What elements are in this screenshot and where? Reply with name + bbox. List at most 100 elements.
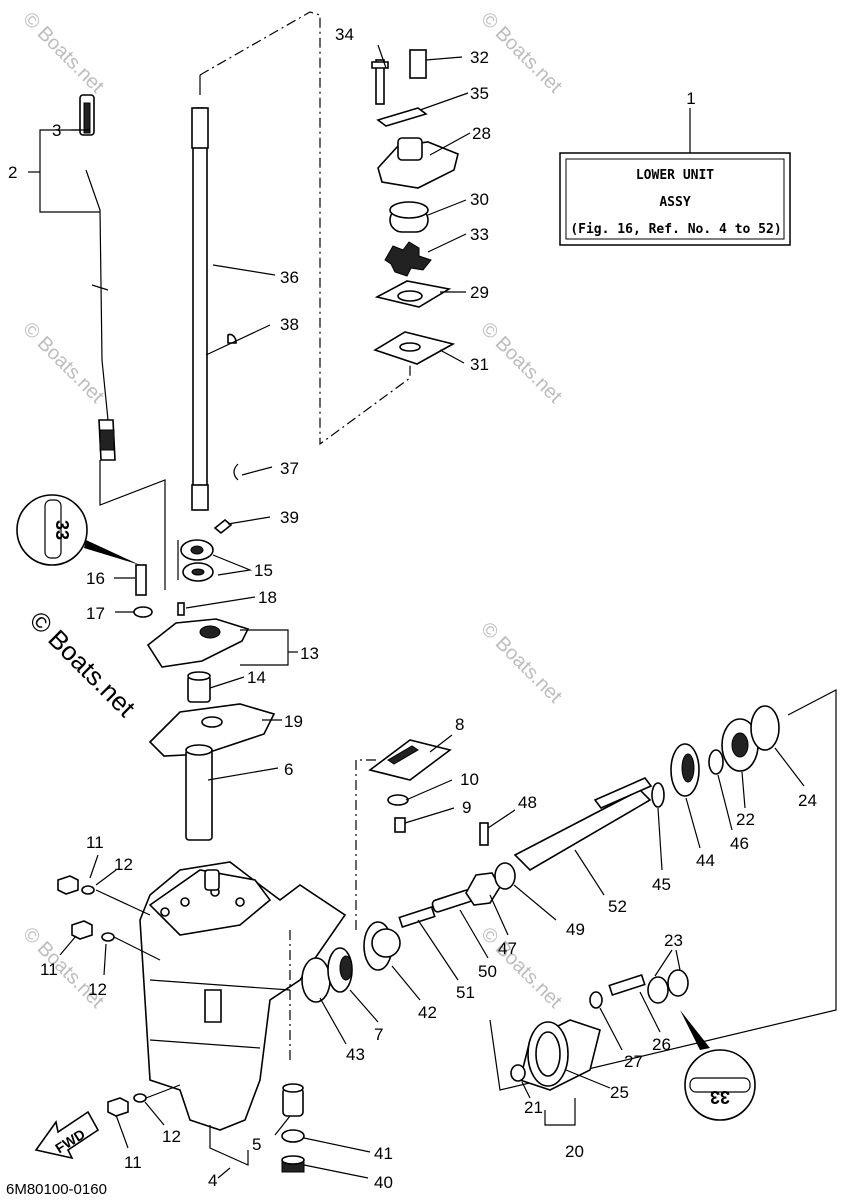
pin-18 [177, 602, 185, 616]
shim-46 [708, 749, 724, 775]
watermark: © Boats.net [476, 318, 566, 408]
callout-30: 30 [470, 190, 489, 209]
callout-19: 19 [284, 712, 303, 731]
bolt-32 [409, 49, 427, 79]
seal-43 [301, 957, 331, 1003]
bolt-11b [71, 920, 93, 940]
callout-37: 37 [280, 459, 299, 478]
callout-13: 13 [300, 644, 319, 663]
plate-8 [368, 739, 452, 781]
washer-17 [133, 606, 153, 618]
bearing-23b [667, 969, 689, 997]
watermark: © Boats.net [476, 618, 566, 708]
callout-49: 49 [566, 920, 585, 939]
drive-shaft [192, 107, 208, 509]
washer-45 [651, 782, 665, 808]
plate-35 [376, 107, 428, 127]
gear-train [301, 689, 837, 1091]
callout-22: 22 [736, 810, 755, 829]
water-pump [371, 49, 459, 365]
gasket-19 [148, 703, 276, 757]
bolt-11c [107, 1097, 129, 1117]
callout-10: 10 [460, 770, 479, 789]
drain-parts [281, 1083, 305, 1173]
title-line2: ASSY [659, 195, 690, 210]
callout-3: 3 [52, 121, 61, 140]
bolt-16 [135, 564, 147, 596]
callout-28: 28 [472, 124, 491, 143]
drive-shaft-splines-top [191, 107, 209, 149]
callout-4: 4 [208, 1171, 217, 1190]
callout-43: 43 [346, 1045, 365, 1064]
callout-41: 41 [374, 1144, 393, 1163]
clip-39 [213, 518, 233, 535]
callout-31: 31 [470, 355, 489, 374]
callout-11b: 11 [40, 960, 58, 979]
callout-44: 44 [696, 851, 715, 870]
callout-26: 26 [652, 1035, 671, 1054]
watermark: © Boats.net [18, 923, 108, 1013]
shift-rod-group [79, 94, 166, 590]
pipe-6 [185, 749, 213, 841]
callouts: 1 2 3 4 5 6 7 8 9 10 11 11 11 12 12 12 1… [8, 25, 817, 1192]
callout-7: 7 [374, 1025, 383, 1044]
callout-18: 18 [258, 588, 277, 607]
bolt-11a [57, 875, 79, 895]
lube-code: 33 [710, 1087, 730, 1107]
callout-12a: 12 [114, 855, 133, 874]
drive-shaft-splines-bottom [191, 484, 209, 511]
title-line1: LOWER UNIT [636, 168, 714, 183]
case-fasteners [57, 875, 181, 1117]
upper-housing-group [133, 539, 276, 841]
callout-11c: 11 [124, 1153, 142, 1172]
callout-12b: 12 [88, 980, 107, 999]
callout-36: 36 [280, 268, 299, 287]
callout-27: 27 [624, 1052, 643, 1071]
drawing-code: 6M80100-0160 [6, 1181, 107, 1198]
callout-8: 8 [455, 715, 464, 734]
callout-20: 20 [565, 1142, 584, 1161]
pin-51 [398, 905, 436, 929]
fwd-arrow: FWD [34, 1110, 100, 1160]
callout-15: 15 [254, 561, 273, 580]
callout-1: 1 [686, 89, 695, 108]
callout-29: 29 [470, 283, 489, 302]
callout-48: 48 [518, 793, 537, 812]
callout-34: 34 [335, 25, 354, 44]
callout-45: 45 [652, 875, 671, 894]
impeller-33 [384, 241, 432, 277]
callout-9: 9 [462, 798, 471, 817]
lube-code: 33 [52, 520, 72, 540]
callout-21: 21 [524, 1098, 543, 1117]
lube-marker-top: 33 [16, 494, 140, 566]
callout-33: 33 [470, 225, 489, 244]
washer-12b [101, 932, 115, 942]
callout-50: 50 [478, 962, 497, 981]
callout-51: 51 [456, 983, 475, 1002]
callout-32: 32 [470, 48, 489, 67]
callout-17: 17 [86, 604, 105, 623]
callout-2: 2 [8, 163, 17, 182]
watermark: © Boats.net [476, 8, 566, 98]
lower-case-housing [139, 759, 380, 1131]
callout-38: 38 [280, 315, 299, 334]
callout-35: 35 [470, 84, 489, 103]
propeller-shaft-52 [513, 789, 652, 872]
gear-49 [494, 862, 516, 890]
circlip-37 [233, 463, 239, 481]
bolt-26 [608, 973, 646, 997]
callout-6: 6 [284, 760, 293, 779]
watermark-large: © Boats.net [24, 605, 142, 723]
pin-38 [227, 333, 237, 344]
title-line3: (Fig. 16, Ref. No. 4 to 52) [570, 222, 781, 237]
drive-shaft-group [191, 11, 459, 535]
callout-5: 5 [252, 1135, 261, 1154]
callout-16: 16 [86, 569, 105, 588]
callout-24: 24 [798, 791, 817, 810]
bush-21 [510, 1064, 526, 1082]
washer-41 [281, 1129, 305, 1143]
lube-marker-bottom: 33 [680, 1010, 756, 1121]
callout-25: 25 [610, 1083, 629, 1102]
callout-42: 42 [418, 1003, 437, 1022]
washer-12a [81, 885, 95, 895]
